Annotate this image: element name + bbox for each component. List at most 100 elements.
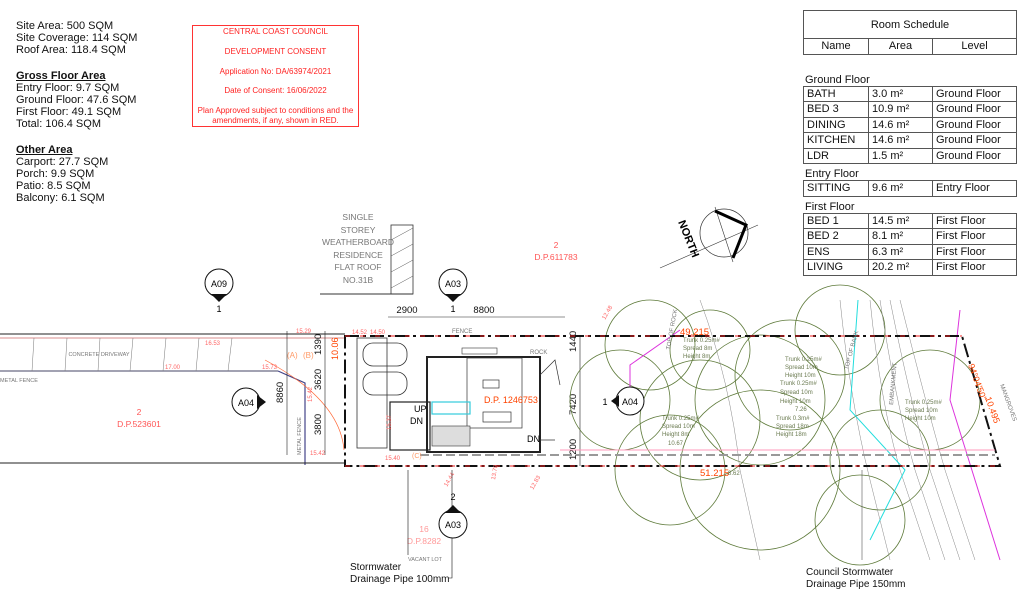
section-marker-a03-bottom: A03 2 bbox=[407, 470, 468, 579]
room-area: 1.5 m² bbox=[868, 147, 933, 164]
site-dp-label: D.P. 1246753 bbox=[484, 395, 538, 405]
plan-annotation: 15.40 bbox=[385, 456, 401, 462]
cars bbox=[362, 342, 408, 396]
stamp-application: Application No: DA/63974/2021 bbox=[219, 67, 332, 76]
metal-fence-label: METAL FENCE bbox=[0, 378, 38, 384]
neighbour-text: SINGLE bbox=[342, 212, 374, 222]
council-stormwater-label: Drainage Pipe 150mm bbox=[806, 579, 906, 590]
section-marker-a03-top: A03 1 bbox=[438, 268, 468, 314]
plan-annotation: Trunk 0.25m# bbox=[785, 357, 822, 363]
north-arrow: NORTH bbox=[659, 206, 759, 269]
rock-label: ROCK bbox=[530, 350, 547, 356]
other-item: Porch: 9.9 SQM bbox=[16, 168, 95, 181]
plan-annotation: 7.26 bbox=[795, 407, 807, 413]
gross-item: First Floor: 49.1 SQM bbox=[16, 106, 122, 119]
metal-fence-label: METAL FENCE bbox=[297, 417, 303, 455]
plan-annotation: Height 10m bbox=[780, 399, 811, 405]
spot-levels: 15.29 16.53 17.00 15.73 15.42 15.42 14.5… bbox=[165, 304, 807, 491]
plan-annotation: A03 bbox=[445, 279, 461, 289]
plan-annotation: 1 bbox=[602, 397, 607, 407]
plan-annotation: A09 bbox=[211, 279, 227, 289]
plan-annotation: 8.62 bbox=[728, 471, 740, 477]
plan-annotation: 14.52 bbox=[352, 330, 368, 336]
room-level: Ground Floor bbox=[932, 85, 1017, 102]
schedule-group-label: Entry Floor bbox=[805, 168, 859, 180]
site-area-summary: Site Area: 500 SQM Site Coverage: 114 SQ… bbox=[16, 20, 137, 205]
trees bbox=[569, 284, 981, 566]
other-item: Patio: 8.5 SQM bbox=[16, 180, 91, 193]
point-b: (B) bbox=[303, 351, 314, 360]
room-name: BED 2 bbox=[803, 228, 869, 245]
dimension-8860: 8860 bbox=[275, 382, 286, 403]
plan-annotation: A04 bbox=[622, 397, 638, 407]
room-name: ENS bbox=[803, 243, 869, 260]
dimension-3800: 3800 bbox=[313, 414, 324, 435]
room-level: First Floor bbox=[932, 228, 1017, 245]
other-item: Balcony: 6.1 SQM bbox=[16, 192, 105, 205]
plan-annotation: 17.00 bbox=[165, 365, 181, 371]
room-area: 9.6 m² bbox=[868, 180, 933, 197]
stamp-title: DEVELOPMENT CONSENT bbox=[224, 47, 327, 56]
vacant-lot-label: VACANT LOT bbox=[408, 557, 443, 563]
room-level: First Floor bbox=[932, 243, 1017, 260]
dimension-1390: 1390 bbox=[313, 334, 324, 355]
lot-label: D.P.523601 bbox=[117, 419, 161, 429]
plan-annotation: 15.42 bbox=[310, 451, 326, 457]
building-footprint bbox=[356, 337, 561, 453]
stamp-note: Plan Approved subject to conditions and … bbox=[197, 106, 354, 115]
lot-label: 16 bbox=[419, 524, 429, 534]
dn-label: DN bbox=[410, 416, 423, 426]
plan-annotation: 14.44 bbox=[444, 471, 457, 488]
gross-floor-area-heading: Gross Floor Area bbox=[16, 69, 106, 82]
schedule-group-label: Ground Floor bbox=[805, 73, 870, 86]
gross-item: Total: 106.4 SQM bbox=[16, 118, 101, 131]
gross-item: Entry Floor: 9.7 SQM bbox=[16, 81, 120, 94]
room-level: Ground Floor bbox=[932, 101, 1017, 118]
plan-annotation: Trunk 0.25m# bbox=[683, 338, 720, 344]
room-area: 14.6 m² bbox=[868, 116, 933, 133]
room-level: First Floor bbox=[932, 259, 1017, 276]
room-area: 3.0 m² bbox=[868, 85, 933, 102]
driveway-label: CONCRETE DRIVEWAY bbox=[68, 352, 129, 358]
stamp-date: Date of Consent: 16/06/2022 bbox=[224, 86, 327, 95]
gross-item: Ground Floor: 47.6 SQM bbox=[16, 94, 137, 107]
plan-annotation: 15.42 bbox=[308, 386, 314, 402]
plan-annotation: Spread 18m bbox=[776, 424, 809, 430]
lot-label: 2 bbox=[554, 240, 559, 250]
plan-annotation: Spread 10m bbox=[662, 424, 695, 430]
stormwater-label: Drainage Pipe 100mm bbox=[350, 574, 450, 585]
point-c: (C) bbox=[412, 453, 422, 460]
fence-label: FENCE bbox=[452, 329, 472, 335]
room-level: Ground Floor bbox=[932, 132, 1017, 149]
room-name: BATH bbox=[803, 85, 869, 102]
lot-label: D.P.611783 bbox=[534, 252, 577, 262]
top-of-rock-label: TOP OF ROCK bbox=[666, 309, 679, 351]
room-level: Ground Floor bbox=[932, 116, 1017, 133]
room-name: LDR bbox=[803, 147, 869, 164]
plan-annotation: 1 bbox=[450, 304, 455, 314]
plan-annotation: Height 10m bbox=[785, 373, 816, 379]
dimension-1200: 1200 bbox=[568, 439, 579, 460]
roof-area: Roof Area: 118.4 SQM bbox=[16, 44, 126, 57]
top-of-bank-label: TOP OF BANK bbox=[844, 330, 860, 370]
room-level: First Floor bbox=[932, 212, 1017, 229]
driveway: CONCRETE DRIVEWAY METAL FENCE METAL FENC… bbox=[0, 333, 345, 465]
plan-annotation: Trunk 0.3m# bbox=[776, 416, 810, 422]
dimension-1440: 1440 bbox=[568, 331, 579, 352]
lot-label: 2 bbox=[137, 407, 142, 417]
dimensions bbox=[286, 316, 581, 466]
plan-annotation: Spread 10m bbox=[780, 390, 813, 396]
neighbour-text: STOREY bbox=[341, 225, 376, 235]
neighbour-text: WEATHERBOARD bbox=[322, 237, 394, 247]
schedule-group-label: First Floor bbox=[805, 200, 855, 213]
section-marker-a04-right: A04 1 bbox=[602, 386, 645, 416]
plan-annotation: Spread 8m bbox=[683, 346, 712, 352]
plan-annotation: Height 10m bbox=[905, 416, 936, 422]
